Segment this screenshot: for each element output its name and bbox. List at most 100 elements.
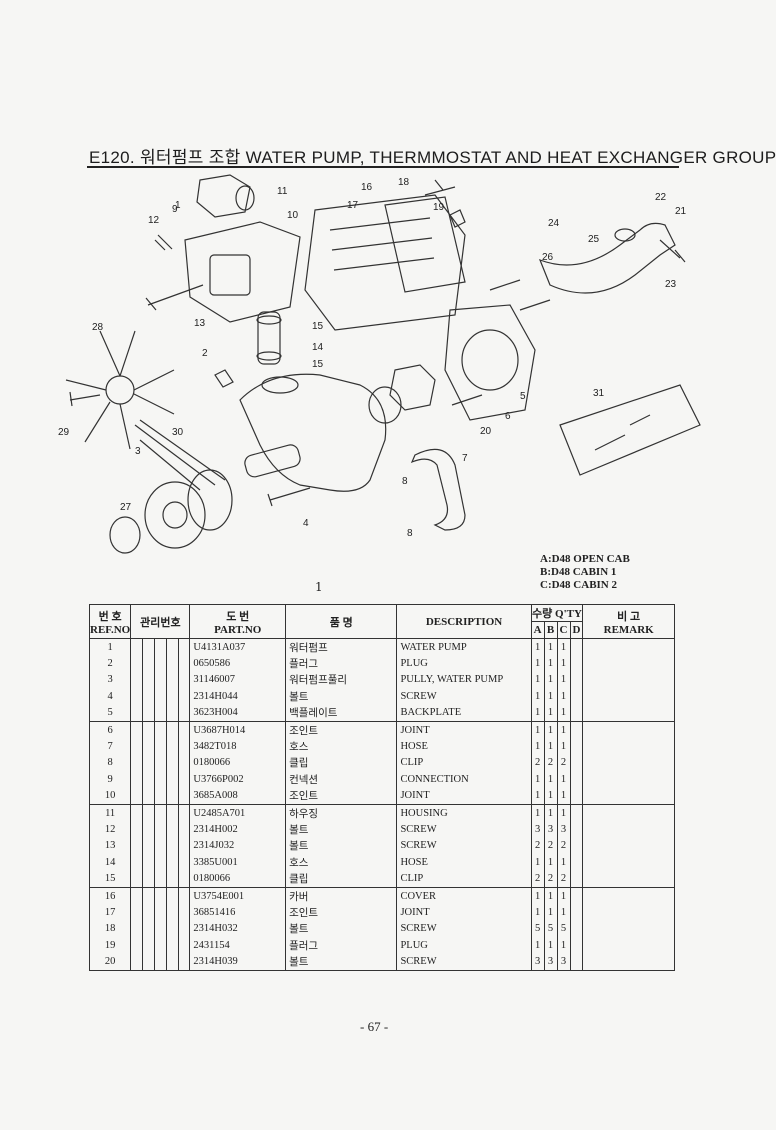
row-qty-a: 3 — [530, 821, 545, 838]
row-mgmt-cell — [153, 953, 167, 971]
row-name-ko: 클립 — [285, 754, 398, 772]
row-mgmt-cell — [130, 854, 144, 871]
thermostat-housing — [196, 174, 251, 218]
row-mgmt-cell — [142, 887, 155, 905]
row-mgmt-cell — [153, 721, 167, 739]
row-mgmt-cell — [177, 953, 191, 971]
row-qty-c: 2 — [556, 754, 571, 772]
page-title: E120. 워터펌프 조합 WATER PUMP, THERMMOSTAT AN… — [89, 148, 776, 167]
row-remark — [582, 920, 675, 938]
row-part-no: U4131A037 — [189, 638, 287, 656]
row-mgmt-cell — [130, 887, 144, 905]
svg-text:4: 4 — [303, 518, 309, 529]
row-description: SCREW — [396, 837, 532, 855]
row-mgmt-cell — [130, 870, 144, 888]
svg-text:11: 11 — [277, 186, 288, 197]
row-qty-d — [569, 787, 584, 805]
row-qty-b: 1 — [543, 904, 558, 921]
row-qty-d — [569, 688, 584, 705]
row-mgmt-cell — [153, 671, 167, 689]
row-name-ko: 백플레이트 — [285, 704, 398, 722]
row-qty-a: 2 — [530, 837, 545, 855]
svg-text:13: 13 — [194, 318, 206, 329]
row-mgmt-cell — [142, 721, 155, 739]
row-mgmt-cell — [177, 638, 191, 656]
qty-col-a: A — [530, 621, 545, 639]
row-qty-a: 1 — [530, 771, 545, 788]
plug-2 — [214, 369, 234, 388]
row-qty-b: 1 — [543, 787, 558, 805]
row-description: WATER PUMP — [396, 638, 532, 656]
row-ref: 4 — [88, 688, 132, 705]
row-mgmt-cell — [142, 854, 155, 871]
row-ref: 1 — [88, 638, 132, 656]
row-mgmt-cell — [130, 704, 144, 722]
row-remark — [582, 870, 675, 888]
svg-text:7: 7 — [462, 453, 468, 464]
row-ref: 2 — [88, 655, 132, 672]
row-mgmt-cell — [177, 804, 191, 822]
row-qty-d — [569, 854, 584, 871]
row-qty-c: 1 — [556, 671, 571, 689]
row-ref: 15 — [88, 870, 132, 888]
plug-19 — [449, 209, 466, 228]
row-part-no: 0180066 — [189, 754, 287, 772]
row-mgmt-cell — [177, 771, 191, 788]
row-qty-a: 1 — [530, 904, 545, 921]
row-qty-c: 1 — [556, 937, 571, 954]
svg-text:17: 17 — [347, 200, 359, 211]
svg-text:15: 15 — [312, 321, 324, 332]
row-qty-a: 1 — [530, 655, 545, 672]
v-belt — [134, 419, 226, 491]
row-qty-a: 1 — [530, 854, 545, 871]
row-ref: 16 — [88, 887, 132, 905]
qty-col-b: B — [543, 621, 558, 639]
row-description: HOSE — [396, 854, 532, 871]
row-mgmt-cell — [142, 920, 155, 938]
row-description: JOINT — [396, 721, 532, 739]
row-mgmt-cell — [165, 821, 179, 838]
row-description: JOINT — [396, 787, 532, 805]
row-mgmt-cell — [142, 655, 155, 672]
row-qty-a: 1 — [530, 887, 545, 905]
row-mgmt-cell — [130, 953, 144, 971]
row-ref: 13 — [88, 837, 132, 855]
cover-gasket — [384, 196, 466, 293]
row-description: HOUSING — [396, 804, 532, 822]
row-qty-a: 1 — [530, 704, 545, 722]
row-name-ko: 볼트 — [285, 688, 398, 705]
row-name-ko: 호스 — [285, 854, 398, 871]
row-name-ko: 컨넥션 — [285, 771, 398, 788]
row-description: CONNECTION — [396, 771, 532, 788]
row-name-ko: 볼트 — [285, 821, 398, 838]
row-part-no: 0650586 — [189, 655, 287, 672]
svg-text:21: 21 — [675, 206, 687, 217]
row-mgmt-cell — [142, 870, 155, 888]
row-qty-d — [569, 904, 584, 921]
hose-7 — [410, 448, 466, 531]
row-mgmt-cell — [165, 738, 179, 755]
row-remark — [582, 671, 675, 689]
svg-text:6: 6 — [505, 411, 511, 422]
row-mgmt-cell — [165, 804, 179, 822]
row-ref: 9 — [88, 771, 132, 788]
svg-text:15: 15 — [312, 359, 324, 370]
row-qty-c: 3 — [556, 953, 571, 971]
row-mgmt-cell — [142, 771, 155, 788]
row-qty-c: 1 — [556, 721, 571, 739]
row-part-no: 2314J032 — [189, 837, 287, 855]
row-mgmt-cell — [165, 854, 179, 871]
row-mgmt-cell — [165, 787, 179, 805]
cab-legend: A:D48 OPEN CAB B:D48 CABIN 1 C:D48 CABIN… — [540, 553, 630, 592]
row-name-ko: 조인트 — [285, 787, 398, 805]
exchanger-pipe — [538, 222, 676, 294]
row-qty-c: 1 — [556, 854, 571, 871]
row-remark — [582, 738, 675, 755]
